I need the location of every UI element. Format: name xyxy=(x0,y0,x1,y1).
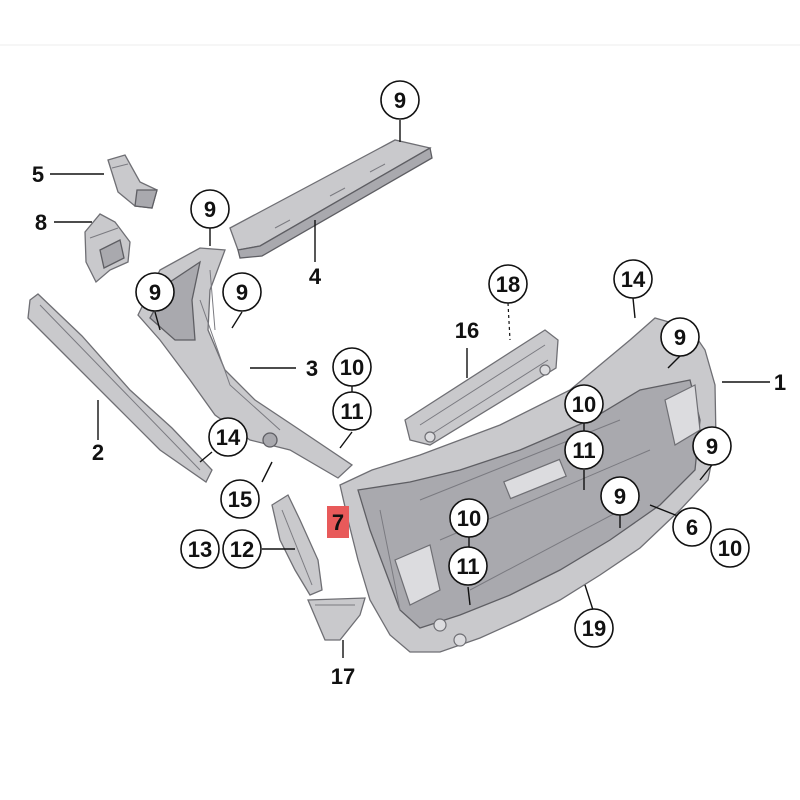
callout-9-upper-left: 9 xyxy=(190,189,230,229)
part-5-bracket xyxy=(107,154,158,209)
callout-18: 18 xyxy=(488,264,528,304)
callout-1: 1 xyxy=(774,370,786,395)
callout-label: 11 xyxy=(572,438,595,463)
callout-10-lower-left: 10 xyxy=(449,498,489,538)
callout-label: 10 xyxy=(457,506,481,531)
callout-10-center: 10 xyxy=(564,384,604,424)
callout-9-top: 9 xyxy=(380,80,420,120)
callout-9-left-b: 9 xyxy=(222,272,262,312)
callout-label: 10 xyxy=(572,392,596,417)
callout-9-lower: 9 xyxy=(600,476,640,516)
callout-17: 17 xyxy=(331,664,355,689)
part-16-panel xyxy=(404,329,559,446)
callout-11-center: 11 xyxy=(564,430,604,470)
callout-label: 9 xyxy=(674,325,686,350)
callout-label: 15 xyxy=(228,487,252,512)
callout-13: 13 xyxy=(180,529,220,569)
callout-label: 12 xyxy=(230,537,254,562)
callout-14-left: 14 xyxy=(208,417,248,457)
callout-label: 9 xyxy=(706,434,718,459)
part-3-pillar-trim xyxy=(137,247,354,479)
callout-label: 8 xyxy=(35,210,47,235)
callout-label: 10 xyxy=(340,355,364,380)
callout-label: 4 xyxy=(309,264,322,289)
callout-6: 6 xyxy=(672,507,712,547)
callout-label: 10 xyxy=(718,536,742,561)
callout-label: 18 xyxy=(496,272,520,297)
callout-label: 11 xyxy=(456,554,479,579)
callout-10-lower-right: 10 xyxy=(710,528,750,568)
callout-14-right: 14 xyxy=(613,259,653,299)
callout-label: 2 xyxy=(92,440,104,465)
callout-label: 11 xyxy=(340,399,363,424)
callout-label: 1 xyxy=(774,370,786,395)
callout-4: 4 xyxy=(309,264,322,289)
part-2-pillar-strip xyxy=(27,293,213,483)
callout-7: 7 xyxy=(332,510,344,535)
callout-label: 3 xyxy=(306,356,318,381)
callout-5: 5 xyxy=(32,162,44,187)
callout-19: 19 xyxy=(574,608,614,648)
callout-3: 3 xyxy=(306,356,318,381)
callout-15: 15 xyxy=(220,479,260,519)
callout-label: 13 xyxy=(188,537,212,562)
part-8-cover xyxy=(84,213,131,284)
part-4-rail xyxy=(229,139,433,259)
callout-label: 14 xyxy=(216,425,241,450)
callout-label: 6 xyxy=(686,515,698,540)
callout-8: 8 xyxy=(35,210,47,235)
callout-label: 16 xyxy=(455,318,479,343)
callout-11-upper: 11 xyxy=(332,391,372,431)
callout-2: 2 xyxy=(92,440,104,465)
callout-16: 16 xyxy=(455,318,479,343)
part-1-tailgate-trim xyxy=(339,317,717,653)
callout-11-lower: 11 xyxy=(448,546,488,586)
callout-label: 17 xyxy=(331,664,355,689)
callout-label: 9 xyxy=(149,280,161,305)
callout-label: 9 xyxy=(236,280,248,305)
callout-10-upper: 10 xyxy=(332,347,372,387)
part-17-cover xyxy=(307,597,366,641)
callout-label: 14 xyxy=(621,267,646,292)
callout-label: 9 xyxy=(394,88,406,113)
callout-label: 9 xyxy=(204,197,216,222)
callout-9-left-a: 9 xyxy=(135,272,175,312)
callout-label: 19 xyxy=(582,616,606,641)
callout-label: 5 xyxy=(32,162,44,187)
part-7-clip-cover xyxy=(271,494,323,596)
callout-9-right-upper: 9 xyxy=(660,317,700,357)
callout-7-highlight xyxy=(327,506,349,538)
callout-9-right-mid: 9 xyxy=(692,426,732,466)
callout-label: 7 xyxy=(332,510,344,535)
leader-lines xyxy=(50,120,770,658)
callout-12: 12 xyxy=(222,529,262,569)
callout-label: 9 xyxy=(614,484,626,509)
